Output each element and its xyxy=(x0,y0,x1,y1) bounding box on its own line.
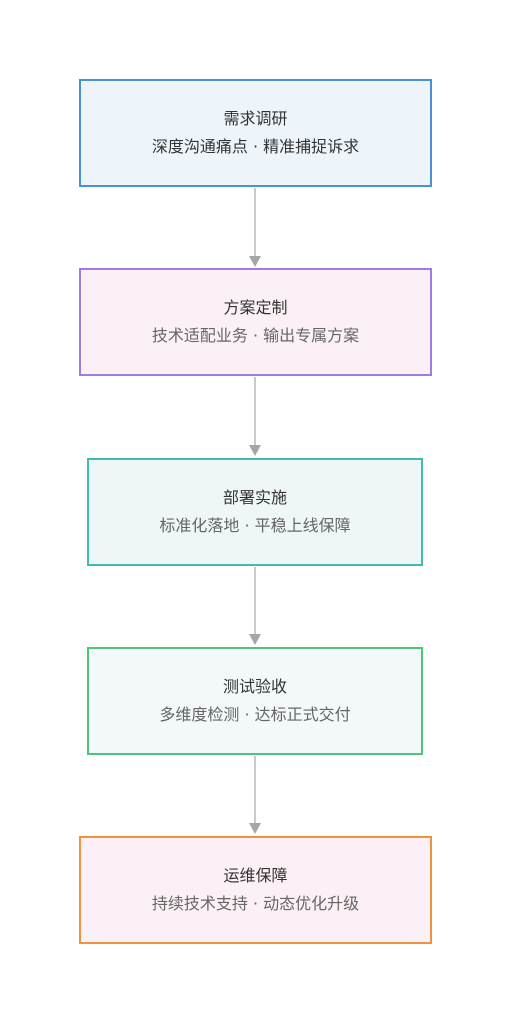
step-subtitle: 深度沟通痛点 · 精准捕捉诉求 xyxy=(151,137,360,156)
step-title: 部署实施 xyxy=(222,488,287,507)
step-node-operations-support: 运维保障 持续技术支持 · 动态优化升级 xyxy=(79,836,432,944)
step-subtitle: 多维度检测 · 达标正式交付 xyxy=(159,705,351,724)
step-node-requirements-research: 需求调研 深度沟通痛点 · 精准捕捉诉求 xyxy=(79,79,432,187)
connector-1-2 xyxy=(249,188,261,267)
step-title: 测试验收 xyxy=(222,677,287,696)
connector-4-5 xyxy=(249,756,261,834)
step-node-solution-customization: 方案定制 技术适配业务 · 输出专属方案 xyxy=(79,268,432,376)
step-subtitle: 持续技术支持 · 动态优化升级 xyxy=(151,894,360,913)
step-node-deployment: 部署实施 标准化落地 · 平稳上线保障 xyxy=(87,458,423,566)
step-node-testing-acceptance: 测试验收 多维度检测 · 达标正式交付 xyxy=(87,647,423,755)
step-subtitle: 技术适配业务 · 输出专属方案 xyxy=(151,326,360,345)
connector-2-3 xyxy=(249,377,261,456)
step-subtitle: 标准化落地 · 平稳上线保障 xyxy=(159,516,351,535)
step-title: 方案定制 xyxy=(223,298,288,317)
connector-3-4 xyxy=(249,567,261,645)
step-title: 运维保障 xyxy=(223,866,288,885)
step-title: 需求调研 xyxy=(223,109,288,128)
